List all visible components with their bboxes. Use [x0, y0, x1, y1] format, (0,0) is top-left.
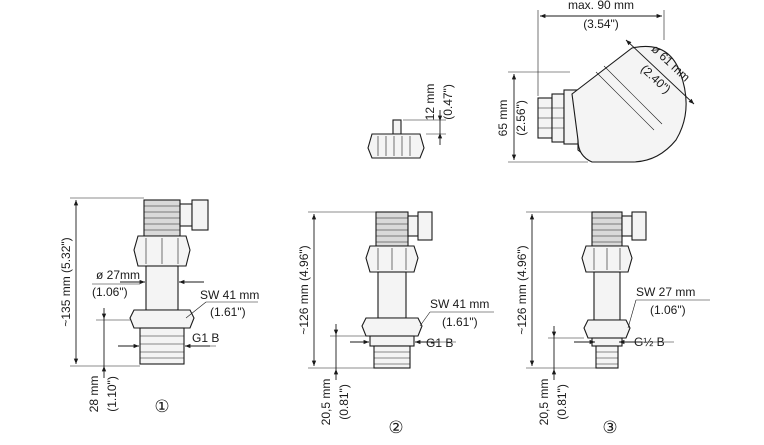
housing-width-label-in: (3.54") [583, 17, 619, 31]
variant-2-thread-length-label: 20,5 mm [319, 379, 333, 426]
variant-1-diameter-label-in: (1.06") [92, 285, 128, 299]
connector-drawing: 12 mm (0.47") [367, 84, 455, 159]
variant-1-wrench-label-in: (1.61") [210, 305, 246, 319]
variant-2-wrench-label-in: (1.61") [442, 315, 478, 329]
housing-width-label: max. 90 mm [568, 0, 634, 12]
variant-1-wrench-label: SW 41 mm [200, 288, 259, 302]
variant-2-wrench-label: SW 41 mm [430, 297, 489, 311]
variant-3-number: ③ [602, 418, 617, 437]
variant-1-thread-label: G1 B [192, 331, 219, 345]
housing-drawing: max. 90 mm (3.54") 65 mm (2.56") ø 61 mm… [496, 0, 695, 163]
variant-2-drawing: ~126 mm (4.96") SW 41 mm (1.61") G1 B 20… [297, 211, 494, 437]
variant-2-thread-label: G1 B [426, 336, 453, 350]
variant-3-wrench-label-in: (1.06") [650, 303, 686, 317]
variant-2-height-label: ~126 mm (4.96") [297, 245, 311, 334]
variant-2-thread-length-label-in: (0.81") [337, 384, 351, 420]
housing-height-label: 65 mm [496, 100, 510, 137]
variant-3-height-label: ~126 mm (4.96") [515, 245, 529, 334]
housing-height-label-in: (2.56") [514, 100, 528, 136]
variant-1-height-label: ~135 mm (5.32") [59, 237, 73, 326]
connector-height-label-in: (0.47") [441, 84, 455, 120]
variant-1-thread-length-label: 28 mm [87, 376, 101, 413]
variant-1-drawing: ~135 mm (5.32") ø 27mm (1.06") SW 41 mm … [59, 197, 259, 416]
variant-1-thread-length-label-in: (1.10") [105, 376, 119, 412]
variant-1-diameter-label: ø 27mm [96, 268, 140, 282]
variant-3-thread-length-label: 20,5 mm [537, 379, 551, 426]
variant-3-wrench-label: SW 27 mm [636, 285, 695, 299]
connector-height-label: 12 mm [423, 84, 437, 121]
variant-2-number: ② [388, 418, 403, 437]
variant-3-thread-length-label-in: (0.81") [555, 384, 569, 420]
variant-3-drawing: ~126 mm (4.96") SW 27 mm (1.06") G½ B 20… [515, 211, 710, 437]
variant-3-thread-label: G½ B [634, 335, 665, 349]
variant-1-number: ① [154, 397, 169, 416]
